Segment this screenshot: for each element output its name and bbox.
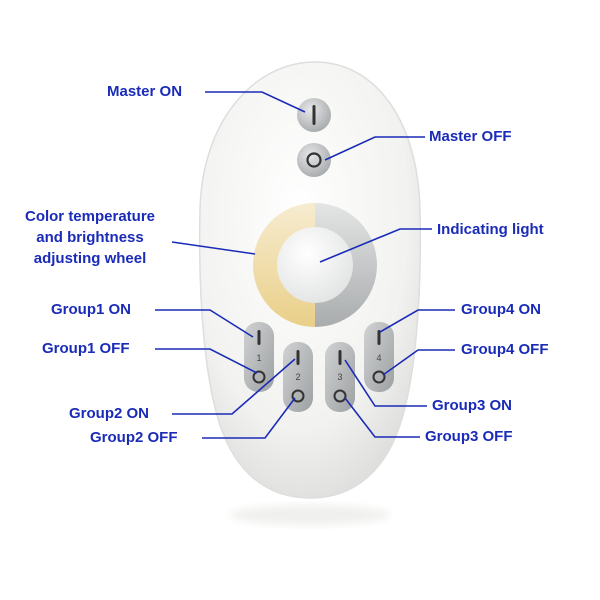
label-group2-on: Group2 ON — [69, 405, 150, 422]
master-off-button[interactable] — [297, 143, 331, 177]
label-master-off: Master OFF — [429, 128, 512, 145]
leader-group1-on — [155, 309, 254, 338]
group4-number: 4 — [376, 353, 381, 363]
group2-number: 2 — [295, 372, 300, 382]
label-group3-off: Group3 OFF — [425, 428, 513, 445]
leader-group1-off — [155, 348, 258, 374]
label-group1-off: Group1 OFF — [42, 340, 130, 357]
label-wheel: Color temperature and brightness adjusti… — [4, 206, 176, 269]
leader-master-on — [205, 91, 306, 113]
group1-number: 1 — [256, 353, 261, 363]
leader-wheel — [171, 241, 256, 255]
reflection — [230, 505, 390, 525]
leader-lines — [155, 91, 455, 439]
label-group4-off: Group4 OFF — [461, 341, 549, 358]
leader-group2-on — [172, 358, 296, 415]
label-indicating-light: Indicating light — [437, 221, 544, 238]
group3-buttons[interactable] — [325, 342, 355, 412]
label-wheel-line2: and brightness — [36, 229, 144, 246]
label-wheel-line1: Color temperature — [24, 208, 156, 225]
label-wheel-line3: adjusting wheel — [33, 250, 147, 267]
group2-buttons[interactable] — [283, 342, 313, 412]
leader-group3-off — [344, 397, 420, 438]
leader-master-off — [324, 136, 425, 161]
group1-buttons[interactable] — [244, 322, 274, 392]
label-master-on: Master ON — [107, 83, 183, 100]
color-temperature-wheel[interactable] — [253, 203, 377, 327]
group4-buttons[interactable] — [364, 322, 394, 392]
indicating-light — [277, 227, 353, 303]
label-group1-on: Group1 ON — [51, 301, 132, 318]
leader-group4-off — [382, 349, 455, 376]
group3-number: 3 — [337, 372, 342, 382]
master-on-button[interactable] — [297, 98, 331, 132]
leader-group2-off — [202, 397, 296, 439]
label-group4-on: Group4 ON — [461, 301, 542, 318]
label-group2-off: Group2 OFF — [90, 429, 178, 446]
leader-group4-on — [379, 309, 455, 333]
leader-indicating-light — [319, 228, 432, 263]
leader-group3-on — [344, 359, 427, 407]
label-group3-on: Group3 ON — [432, 397, 513, 414]
